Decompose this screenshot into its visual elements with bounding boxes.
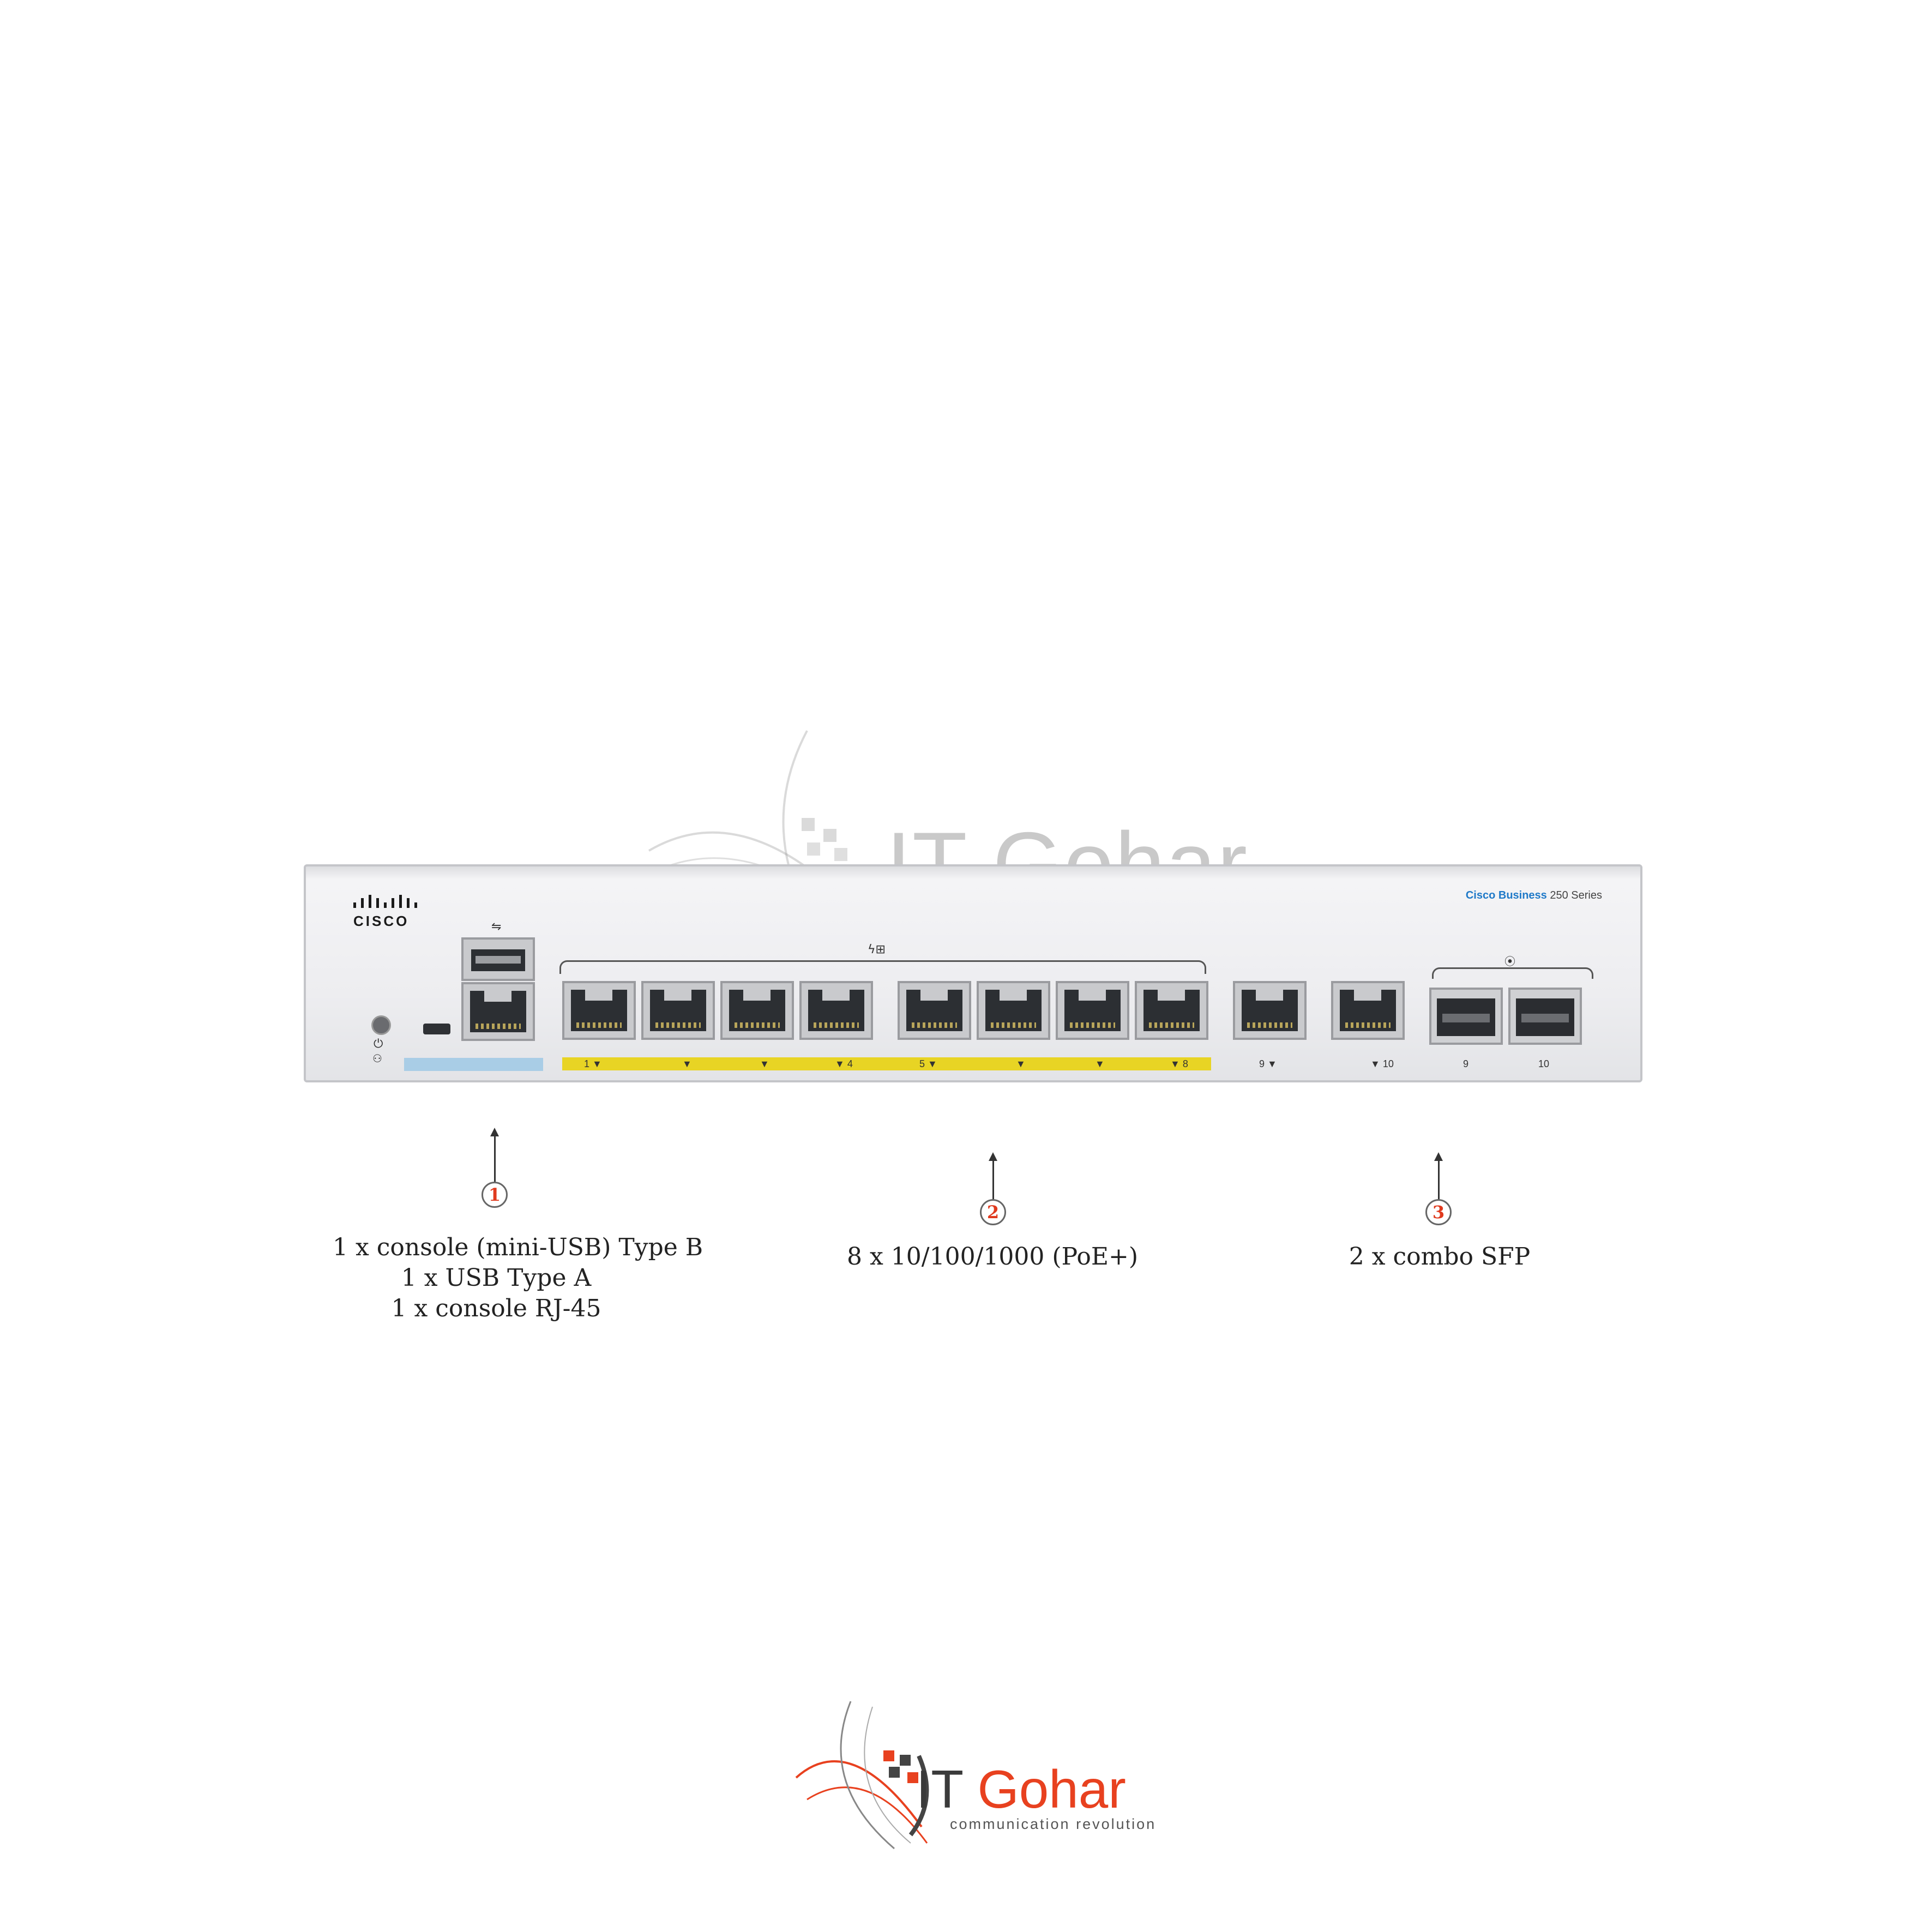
- logo-tagline: communication revolution: [950, 1816, 1157, 1832]
- callout-1-line-3: 1 x console RJ-45: [391, 1295, 601, 1322]
- mini-usb-console-port[interactable]: [423, 1024, 450, 1034]
- port-2-label: ▼: [682, 1058, 692, 1069]
- power-icon: ⏻: [374, 1037, 383, 1051]
- sfp-port-9[interactable]: [1429, 988, 1503, 1045]
- port-4-label: ▼ 4: [835, 1058, 853, 1069]
- callout-1-arrow: [494, 1135, 496, 1182]
- port-4[interactable]: [799, 981, 873, 1040]
- sfp-port-10[interactable]: [1508, 988, 1582, 1045]
- logo-gohar: Gohar: [977, 1759, 1126, 1819]
- port-6[interactable]: [977, 981, 1050, 1040]
- brand-label: Cisco Business 250 Series: [1466, 889, 1602, 902]
- callout-1-line-2: 1 x USB Type A: [401, 1264, 592, 1292]
- callout-1-description: 1 x console (mini-USB) Type B 1 x USB Ty…: [333, 1232, 703, 1324]
- reset-button[interactable]: [371, 1015, 391, 1035]
- port-1[interactable]: [562, 981, 636, 1040]
- logo-wordmark: IT Gohar: [916, 1759, 1126, 1820]
- port-9-label: 9 ▼: [1259, 1058, 1277, 1069]
- callout-2-arrow: [992, 1160, 994, 1199]
- switch-front-panel: Cisco Business 250 Series CISCO ⏻ ⚇ ⇋ ϟ⊞…: [304, 864, 1642, 1082]
- callout-3-arrowhead: [1434, 1152, 1443, 1161]
- poe-bracket: [559, 960, 1206, 974]
- port-10[interactable]: [1331, 981, 1405, 1040]
- port-3[interactable]: [720, 981, 794, 1040]
- brand-suffix: 250 Series: [1550, 889, 1602, 901]
- callout-3-line-1: 2 x combo SFP: [1349, 1243, 1531, 1271]
- port-3-label: ▼: [760, 1058, 769, 1069]
- port-6-label: ▼: [1016, 1058, 1026, 1069]
- port-2[interactable]: [641, 981, 715, 1040]
- cisco-logo-bars: [353, 895, 417, 908]
- sfp-10-label: 10: [1538, 1058, 1550, 1069]
- callout-2-number: 2: [980, 1199, 1006, 1225]
- brand-prefix: Cisco Business: [1465, 889, 1547, 901]
- usb-icon: ⇋: [491, 920, 502, 934]
- callout-3-arrow: [1438, 1160, 1440, 1199]
- callout-1-number: 1: [482, 1182, 508, 1208]
- callout-1-arrowhead: [490, 1128, 499, 1136]
- console-rj45-port[interactable]: [461, 982, 535, 1041]
- sfp-icon: ⦿: [1504, 955, 1515, 968]
- callout-2-description: 8 x 10/100/1000 (PoE+): [802, 1242, 1183, 1272]
- callout-2-line-1: 8 x 10/100/1000 (PoE+): [847, 1243, 1138, 1271]
- console-strip: [404, 1058, 543, 1071]
- callout-3-description: 2 x combo SFP: [1298, 1242, 1581, 1272]
- poe-strip: [562, 1057, 1211, 1070]
- port-8-label: ▼ 8: [1170, 1058, 1188, 1069]
- usb-type-a-port[interactable]: [461, 937, 535, 981]
- callout-3-number: 3: [1425, 1199, 1452, 1225]
- port-5[interactable]: [898, 981, 971, 1040]
- sfp-bracket: [1432, 967, 1593, 979]
- logo-it: IT: [916, 1759, 978, 1819]
- cisco-logo-word: CISCO: [353, 913, 410, 929]
- port-10-label: ▼ 10: [1370, 1058, 1394, 1069]
- it-gohar-logo-mark: [795, 1701, 929, 1850]
- port-5-label: 5 ▼: [919, 1058, 937, 1069]
- port-7-label: ▼: [1095, 1058, 1105, 1069]
- callout-1-line-1: 1 x console (mini-USB) Type B: [333, 1233, 703, 1261]
- port-7[interactable]: [1056, 981, 1129, 1040]
- port-8[interactable]: [1135, 981, 1208, 1040]
- port-9[interactable]: [1233, 981, 1307, 1040]
- callout-2-arrowhead: [989, 1152, 997, 1161]
- sfp-9-label: 9: [1463, 1058, 1469, 1069]
- port-1-label: 1 ▼: [584, 1058, 602, 1069]
- poe-icon: ϟ⊞: [868, 943, 886, 956]
- status-icon: ⚇: [372, 1052, 382, 1065]
